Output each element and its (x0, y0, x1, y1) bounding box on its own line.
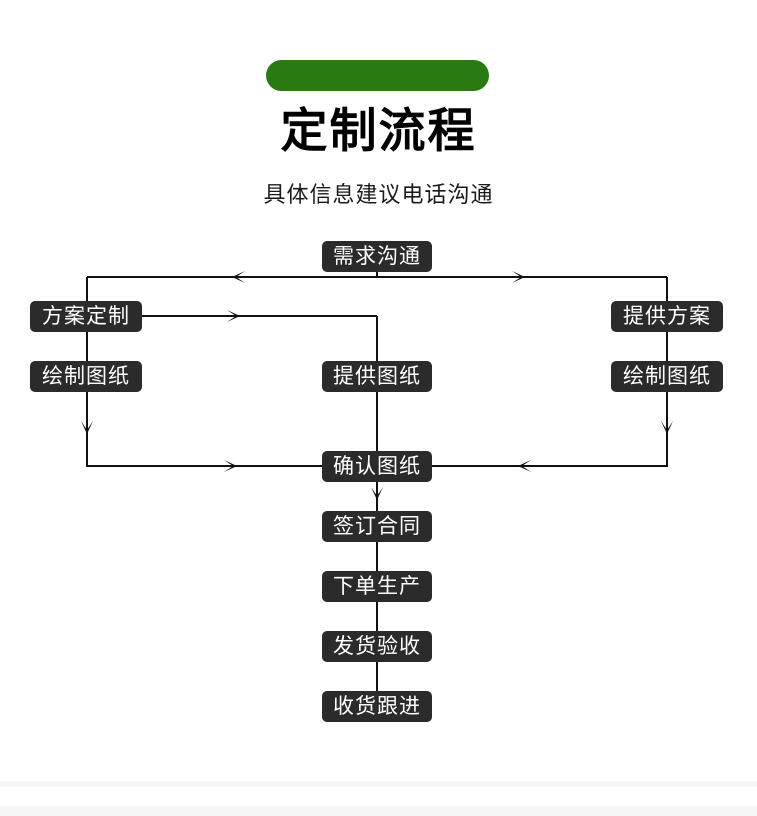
flowchart: 需求沟通 方案定制 提供方案 绘制图纸 提供图纸 绘制图纸 确认图纸 签订合同 … (30, 241, 723, 722)
flow-node-provide-plan[interactable]: 提供方案 (611, 301, 723, 332)
flow-node-ship-accept[interactable]: 发货验收 (322, 631, 432, 662)
flow-node-confirm-drawing[interactable]: 确认图纸 (322, 451, 432, 482)
flow-node-place-order[interactable]: 下单生产 (322, 571, 432, 602)
flow-node-label: 提供方案 (623, 305, 711, 328)
flow-node-label: 确认图纸 (333, 455, 421, 478)
flow-node-label: 下单生产 (333, 575, 421, 598)
flow-node-label: 收货跟进 (333, 695, 421, 718)
flow-node-requirement[interactable]: 需求沟通 (322, 241, 432, 272)
page-subtitle: 具体信息建议电话沟通 (263, 182, 494, 207)
footer-divider-band-top (0, 781, 757, 787)
flow-node-draw-drawing-right[interactable]: 绘制图纸 (611, 361, 723, 392)
page-title: 定制流程 (280, 104, 477, 157)
flow-node-draw-drawing-left[interactable]: 绘制图纸 (30, 361, 142, 392)
flow-node-label: 方案定制 (42, 305, 130, 328)
flow-node-label: 发货验收 (333, 635, 421, 658)
flow-node-label: 提供图纸 (333, 365, 421, 388)
flow-node-receive-followup[interactable]: 收货跟进 (322, 691, 432, 722)
flow-node-label: 绘制图纸 (623, 365, 711, 388)
flow-node-label: 绘制图纸 (42, 365, 130, 388)
flow-node-plan-customize[interactable]: 方案定制 (30, 301, 142, 332)
green-pill-banner (266, 60, 489, 91)
footer-divider-band-bottom (0, 806, 757, 816)
flow-node-sign-contract[interactable]: 签订合同 (322, 511, 432, 542)
header-block: 定制流程 具体信息建议电话沟通 (0, 0, 757, 230)
flow-node-label: 需求沟通 (333, 245, 421, 268)
flow-node-label: 签订合同 (333, 515, 421, 538)
flow-node-provide-drawing[interactable]: 提供图纸 (322, 361, 432, 392)
